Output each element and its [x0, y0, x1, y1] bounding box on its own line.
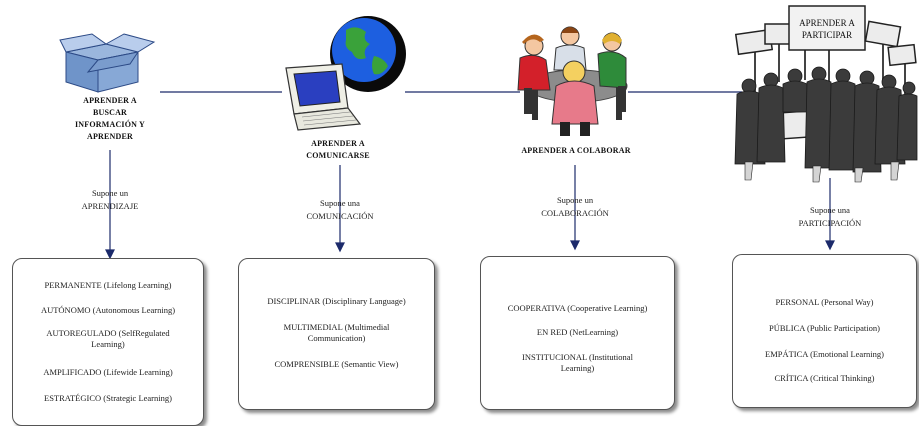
list-item: DISCIPLINAR (Disciplinary Language) [267, 296, 406, 306]
list-item: PERMANENTE (Lifelong Learning) [44, 280, 172, 290]
concept-participacion: PARTICIPACIÓN [798, 218, 862, 228]
laptop-globe-icon [285, 16, 406, 131]
people-collaborating-icon [517, 26, 628, 136]
list-item: AUTÓNOMO (Autonomous Learning) [40, 305, 176, 315]
title-buscar: APRENDER A BUSCAR INFORMACIÓN Y APRENDER [74, 96, 146, 141]
title-comunicarse: APRENDER A COMUNICARSE [306, 139, 370, 160]
supone-text: Supone una [810, 205, 850, 215]
supone-text: Supone un [556, 195, 594, 205]
list-item: AUTOREGULADO (SelfRegulated Learning) [46, 328, 170, 349]
box-comunicacion: DISCIPLINAR (Disciplinary Language) MULT… [238, 258, 435, 410]
list-item: PERSONAL (Personal Way) [775, 297, 874, 307]
concept-aprendizaje: APRENDIZAJE [81, 201, 139, 211]
list-item: MULTIMEDIAL (Multimedial Communication) [283, 322, 390, 343]
box-aprendizaje: PERMANENTE (Lifelong Learning) AUTÓNOMO … [12, 258, 204, 426]
list-item: AMPLIFICADO (Lifewide Learning) [43, 367, 173, 377]
box-participacion: PERSONAL (Personal Way) PÚBLICA (Public … [732, 254, 917, 408]
supone-label: Supone un COLABORACIÓN [520, 194, 630, 220]
list-item: PÚBLICA (Public Participation) [769, 323, 880, 333]
box-colaboracion: COOPERATIVA (Cooperative Learning) EN RE… [480, 256, 675, 410]
concept-colaboracion: COLABORACIÓN [541, 208, 609, 218]
list-item: INSTITUCIONAL (Institutional Learning) [522, 352, 633, 373]
supone-text: Supone un [91, 188, 129, 198]
list-item: CRÍTICA (Critical Thinking) [774, 373, 875, 383]
list-item: ESTRATÉGICO (Strategic Learning) [44, 393, 172, 403]
title-colaborar: APRENDER A COLABORAR [521, 146, 631, 155]
list-item: COOPERATIVA (Cooperative Learning) [507, 303, 648, 313]
supone-label: Supone un APRENDIZAJE [55, 187, 165, 213]
supone-label: Supone una COMUNICACIÓN [285, 197, 395, 223]
list-item: COMPRENSIBLE (Semantic View) [274, 359, 399, 369]
list-item: EMPÁTICA (Emotional Learning) [765, 349, 884, 359]
concept-comunicacion: COMUNICACIÓN [306, 211, 374, 221]
supone-text: Supone una [320, 198, 360, 208]
list-item: EN RED (NetLearning) [536, 327, 619, 337]
open-box-icon [59, 33, 156, 93]
connector-lines [105, 91, 835, 260]
supone-label: Supone una PARTICIPACIÓN [775, 204, 885, 230]
